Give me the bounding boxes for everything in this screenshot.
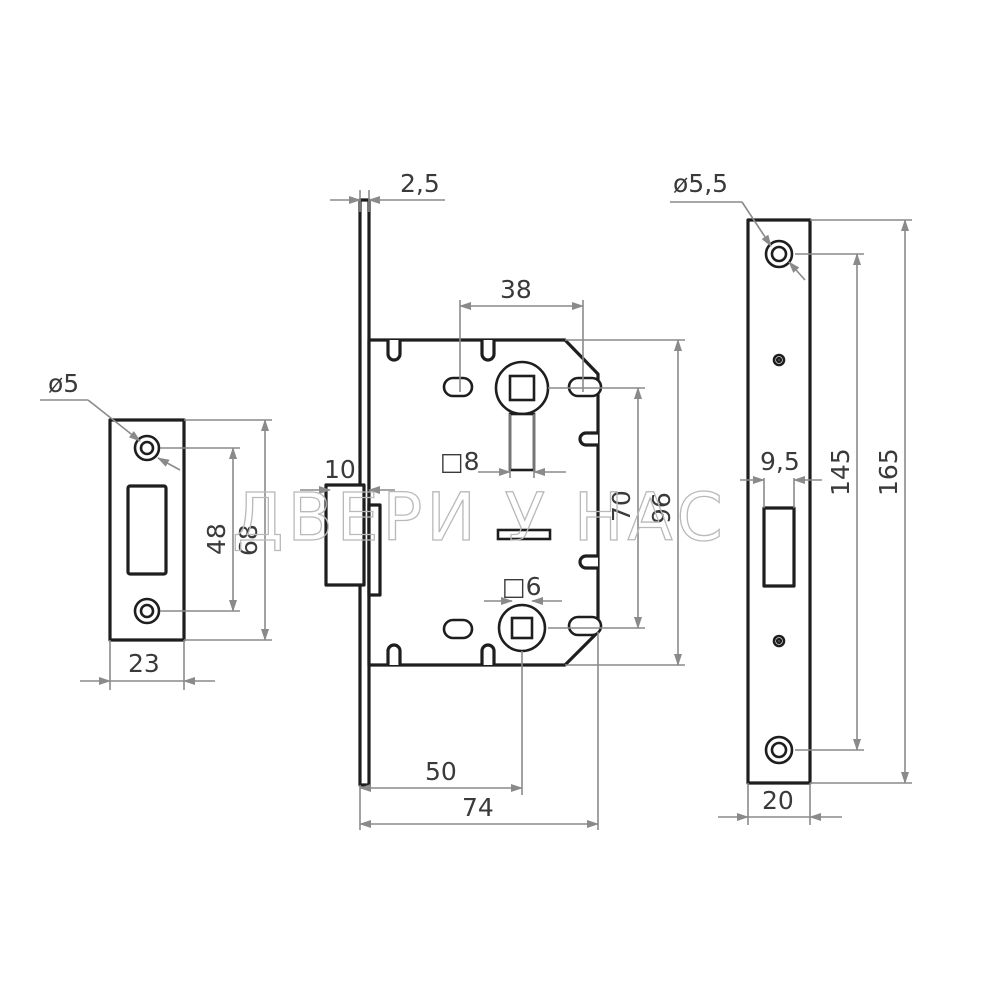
dim-spindle-square: □8 <box>440 447 480 476</box>
faceplate-dimensions: ø5,5 9,5 145 165 20 <box>670 169 912 825</box>
dim-faceplate-height: 165 <box>874 448 903 496</box>
dim-thumbturn-square: □6 <box>502 572 542 601</box>
dim-strike-hole-diameter: ø5 <box>48 369 79 398</box>
dim-latch-projection: 10 <box>324 455 356 484</box>
dim-latch-window-width: 9,5 <box>760 447 800 476</box>
dim-faceplate-hole-spacing: 145 <box>826 448 855 496</box>
dim-strike-height: 68 <box>234 524 263 556</box>
dim-strike-hole-spacing: 48 <box>202 523 231 555</box>
lock-body-dimensions: 2,5 10 38 □8 □6 70 96 50 <box>300 169 685 830</box>
dim-spindle-spacing: 70 <box>607 490 636 522</box>
latch-bolt <box>324 483 366 587</box>
dim-backset: 50 <box>425 757 457 786</box>
dim-faceplate-hole-diameter: ø5,5 <box>673 169 728 198</box>
faceplate-latch-window <box>762 506 796 588</box>
dim-faceplate-width: 20 <box>762 786 794 815</box>
dim-faceplate-thickness: 2,5 <box>400 169 440 198</box>
dim-body-height: 96 <box>647 492 676 524</box>
dim-body-depth: 38 <box>500 275 532 304</box>
strike-latch-window <box>126 484 168 576</box>
dim-strike-width: 23 <box>128 649 160 678</box>
strike-plate <box>108 418 186 642</box>
watermark-text: ДВЕРИ У НАС <box>232 479 727 556</box>
strike-dimensions: ø5 23 48 68 <box>40 369 272 690</box>
dim-total-depth: 74 <box>462 793 494 822</box>
faceplate <box>746 218 812 785</box>
